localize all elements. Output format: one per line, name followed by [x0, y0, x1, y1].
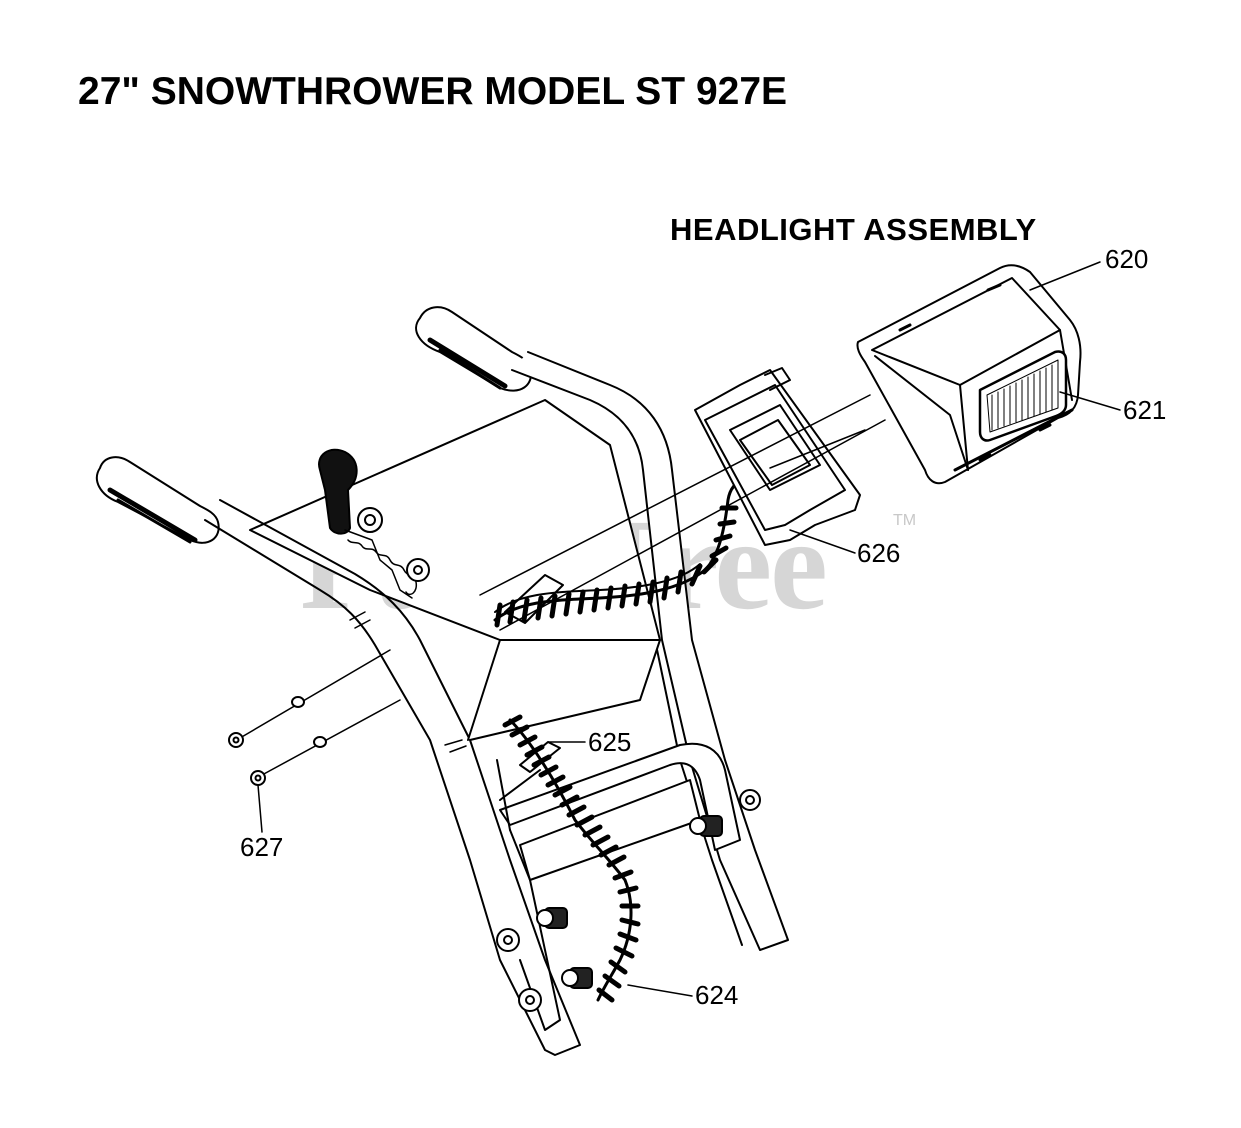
callout-621: 621	[1123, 395, 1167, 425]
bracket-bolt-1	[689, 815, 723, 837]
leader-620	[1029, 261, 1101, 291]
screw-lower	[250, 699, 401, 786]
wire-clip-tab	[499, 769, 541, 801]
bracket-bolt-2	[739, 789, 761, 811]
callout-624: 624	[695, 980, 739, 1010]
callout-627: 627	[240, 832, 284, 862]
watermark-trademark: TM	[893, 512, 917, 529]
leader-627	[257, 784, 263, 833]
panel-bolt-1	[357, 507, 383, 533]
leader-626	[789, 529, 856, 554]
left-handle-tube	[204, 499, 581, 1056]
coiled-wire-lower	[502, 714, 641, 1003]
bracket-bolt-3	[536, 907, 568, 929]
screw-upper	[228, 649, 391, 748]
bracket-bolt-6	[518, 988, 542, 1012]
callout-625: 625	[588, 727, 632, 757]
page-title: 27" SNOWTHROWER MODEL ST 927E	[78, 70, 788, 113]
callout-620: 620	[1105, 244, 1149, 274]
headlight-lens	[978, 350, 1068, 442]
projection-lines	[479, 394, 886, 631]
lower-bracket	[467, 639, 741, 1031]
headlight-housing	[856, 264, 1082, 485]
callout-626: 626	[857, 538, 901, 568]
bracket-bolt-5	[561, 967, 593, 989]
section-title: HEADLIGHT ASSEMBLY	[670, 212, 1037, 247]
wire-clip	[519, 741, 561, 773]
panel-bolt-2	[406, 558, 430, 582]
left-handle-grip	[95, 456, 220, 544]
headlight-bracket	[694, 367, 861, 546]
shift-lever	[318, 448, 418, 599]
leader-624	[627, 984, 693, 997]
leader-621	[1059, 391, 1121, 411]
bracket-bolt-4	[496, 928, 520, 952]
right-handle-grip	[415, 306, 532, 392]
control-panel	[249, 399, 661, 641]
